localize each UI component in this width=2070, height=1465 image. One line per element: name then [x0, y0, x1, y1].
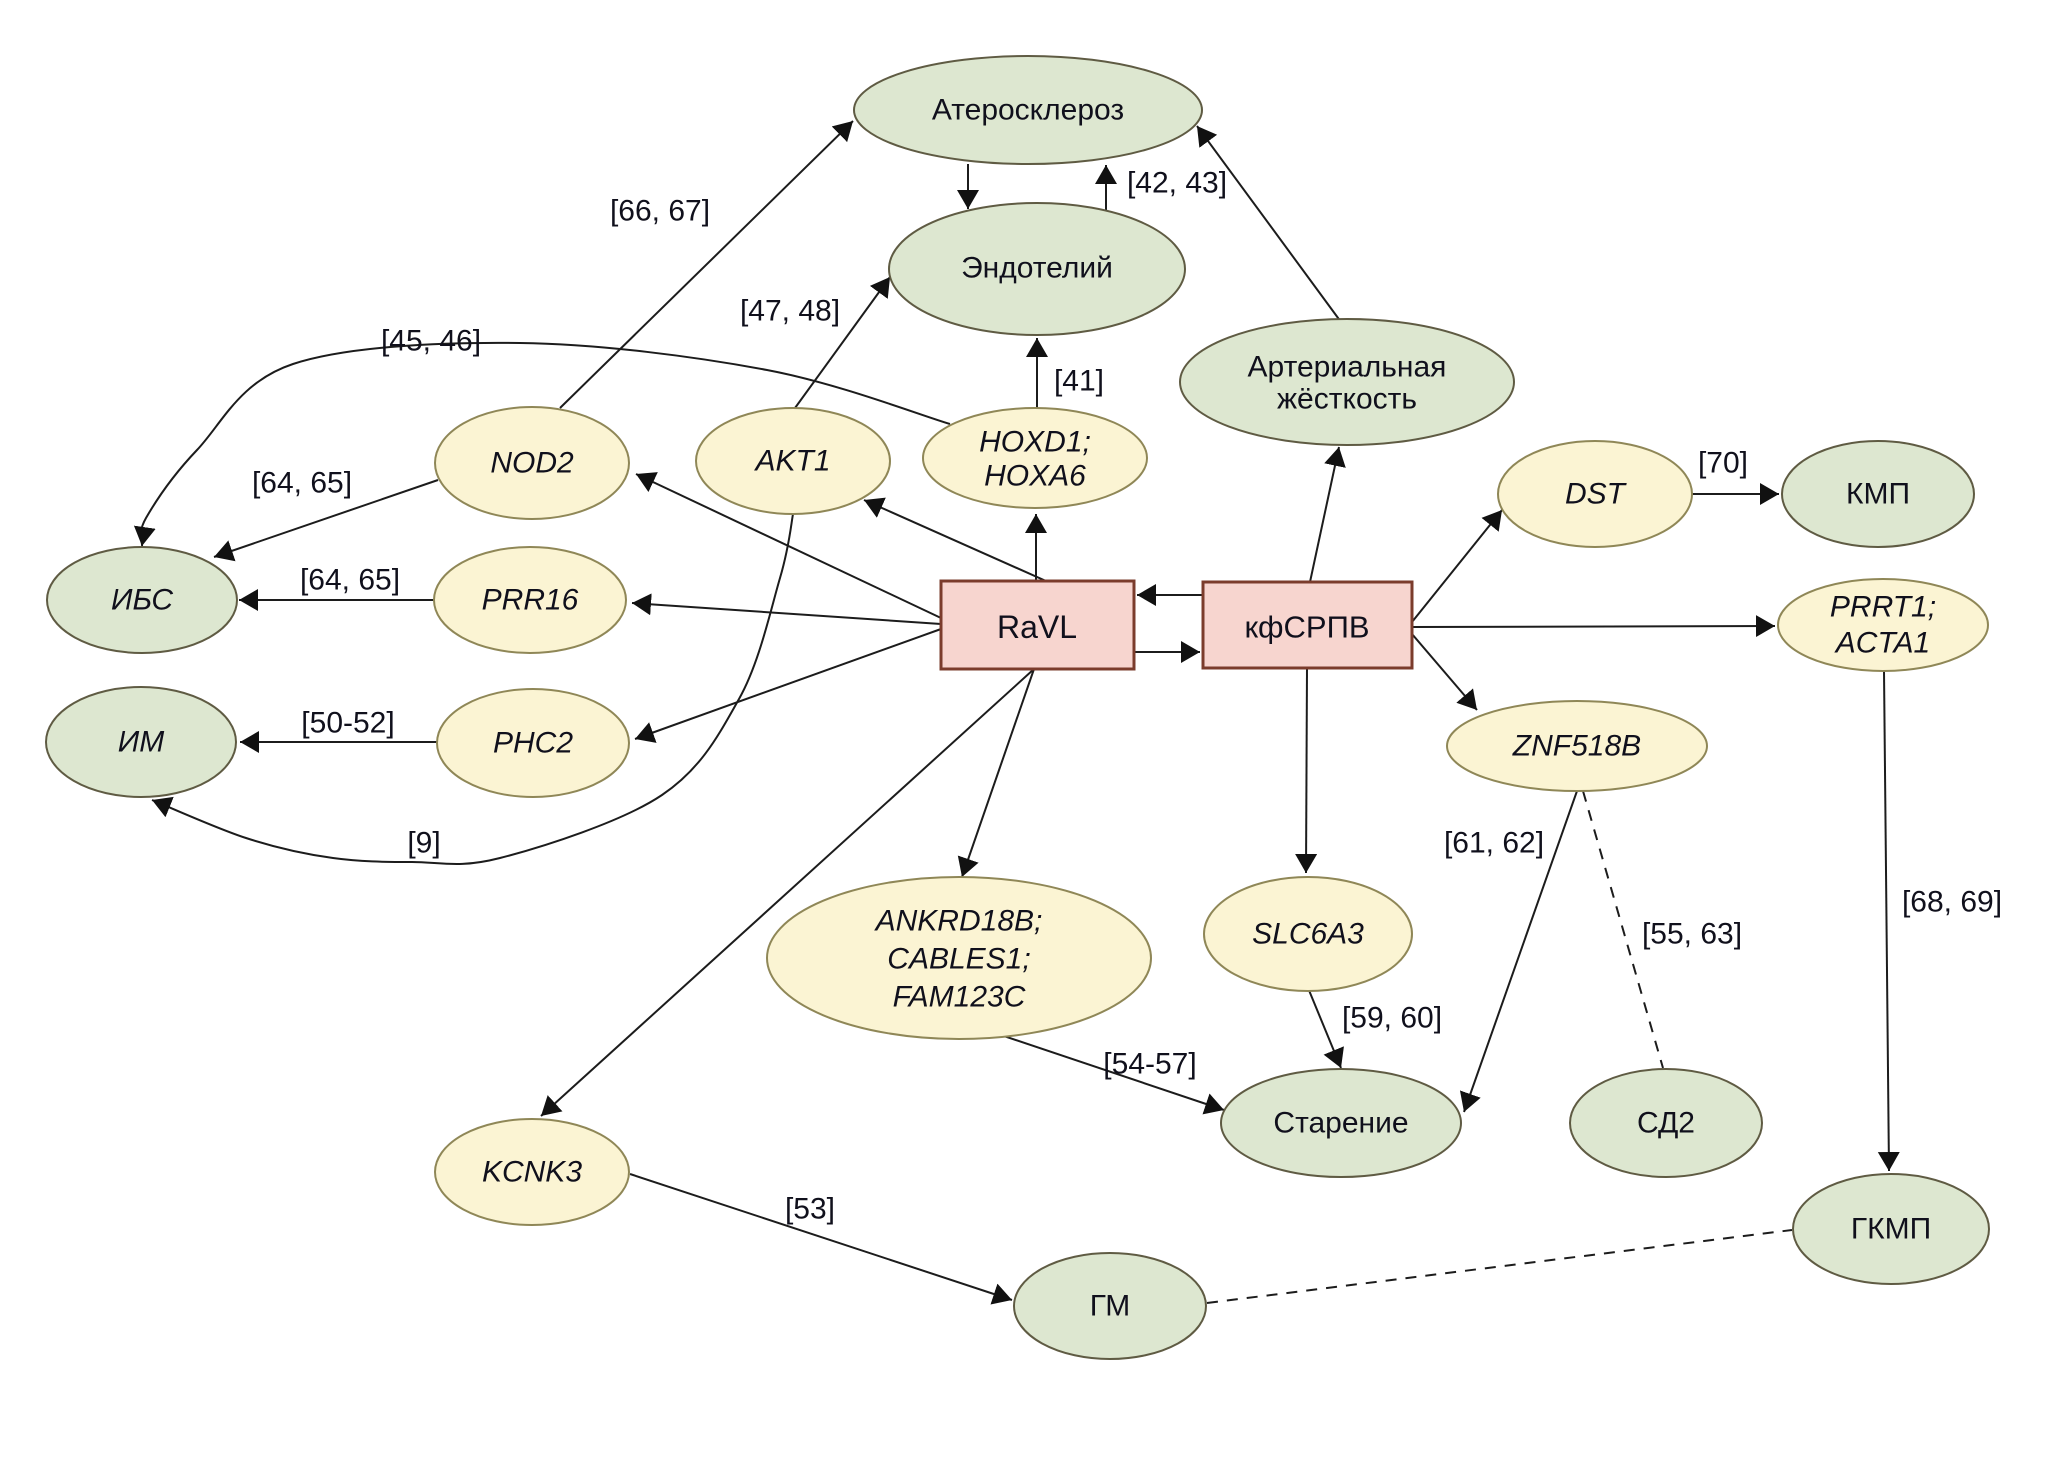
svg-text:[50-52]: [50-52] — [301, 707, 394, 740]
svg-text:[42, 43]: [42, 43] — [1127, 167, 1227, 200]
svg-text:RaVL: RaVL — [997, 609, 1077, 645]
svg-text:кфСРПВ: кфСРПВ — [1244, 610, 1369, 645]
svg-text:[54-57]: [54-57] — [1103, 1048, 1196, 1081]
svg-text:жёсткость: жёсткость — [1277, 383, 1417, 416]
svg-text:ИБС: ИБС — [111, 584, 173, 617]
svg-text:Эндотелий: Эндотелий — [961, 252, 1113, 285]
svg-text:[55, 63]: [55, 63] — [1642, 918, 1742, 951]
svg-text:[66, 67]: [66, 67] — [610, 195, 710, 228]
svg-text:HOXD1;: HOXD1; — [979, 426, 1091, 459]
svg-text:FAM123C: FAM123C — [893, 981, 1026, 1014]
svg-text:HOXA6: HOXA6 — [984, 460, 1086, 493]
svg-text:ZNF518B: ZNF518B — [1512, 730, 1641, 763]
svg-text:Артериальная: Артериальная — [1248, 351, 1447, 384]
svg-text:PRR16: PRR16 — [482, 584, 579, 617]
svg-text:СД2: СД2 — [1637, 1107, 1695, 1140]
svg-text:[64, 65]: [64, 65] — [300, 564, 400, 597]
svg-text:[61, 62]: [61, 62] — [1444, 827, 1544, 860]
svg-text:ГМ: ГМ — [1090, 1290, 1131, 1323]
svg-text:ANKRD18B;: ANKRD18B; — [874, 905, 1043, 938]
svg-text:КМП: КМП — [1846, 478, 1910, 511]
svg-text:[41]: [41] — [1054, 365, 1104, 398]
svg-text:Старение: Старение — [1273, 1107, 1408, 1140]
svg-text:ИМ: ИМ — [118, 726, 164, 759]
svg-text:SLC6A3: SLC6A3 — [1252, 918, 1364, 951]
svg-text:CABLES1;: CABLES1; — [887, 943, 1030, 976]
svg-text:KCNK3: KCNK3 — [482, 1156, 582, 1189]
svg-text:[59, 60]: [59, 60] — [1342, 1002, 1442, 1035]
svg-text:[53]: [53] — [785, 1193, 835, 1226]
svg-text:[47, 48]: [47, 48] — [740, 295, 840, 328]
svg-text:[70]: [70] — [1698, 447, 1748, 480]
svg-text:[68, 69]: [68, 69] — [1902, 886, 2002, 919]
svg-text:ACTA1: ACTA1 — [1834, 627, 1930, 660]
svg-text:DST: DST — [1565, 478, 1628, 511]
svg-text:NOD2: NOD2 — [490, 447, 574, 480]
svg-text:PHC2: PHC2 — [493, 727, 573, 760]
svg-text:AKT1: AKT1 — [753, 445, 830, 478]
svg-text:[45, 46]: [45, 46] — [381, 325, 481, 358]
svg-text:PRRT1;: PRRT1; — [1830, 591, 1936, 624]
svg-text:[64, 65]: [64, 65] — [252, 467, 352, 500]
svg-text:[9]: [9] — [407, 827, 440, 860]
svg-text:Атеросклероз: Атеросклероз — [932, 94, 1124, 127]
svg-text:ГКМП: ГКМП — [1851, 1213, 1931, 1246]
